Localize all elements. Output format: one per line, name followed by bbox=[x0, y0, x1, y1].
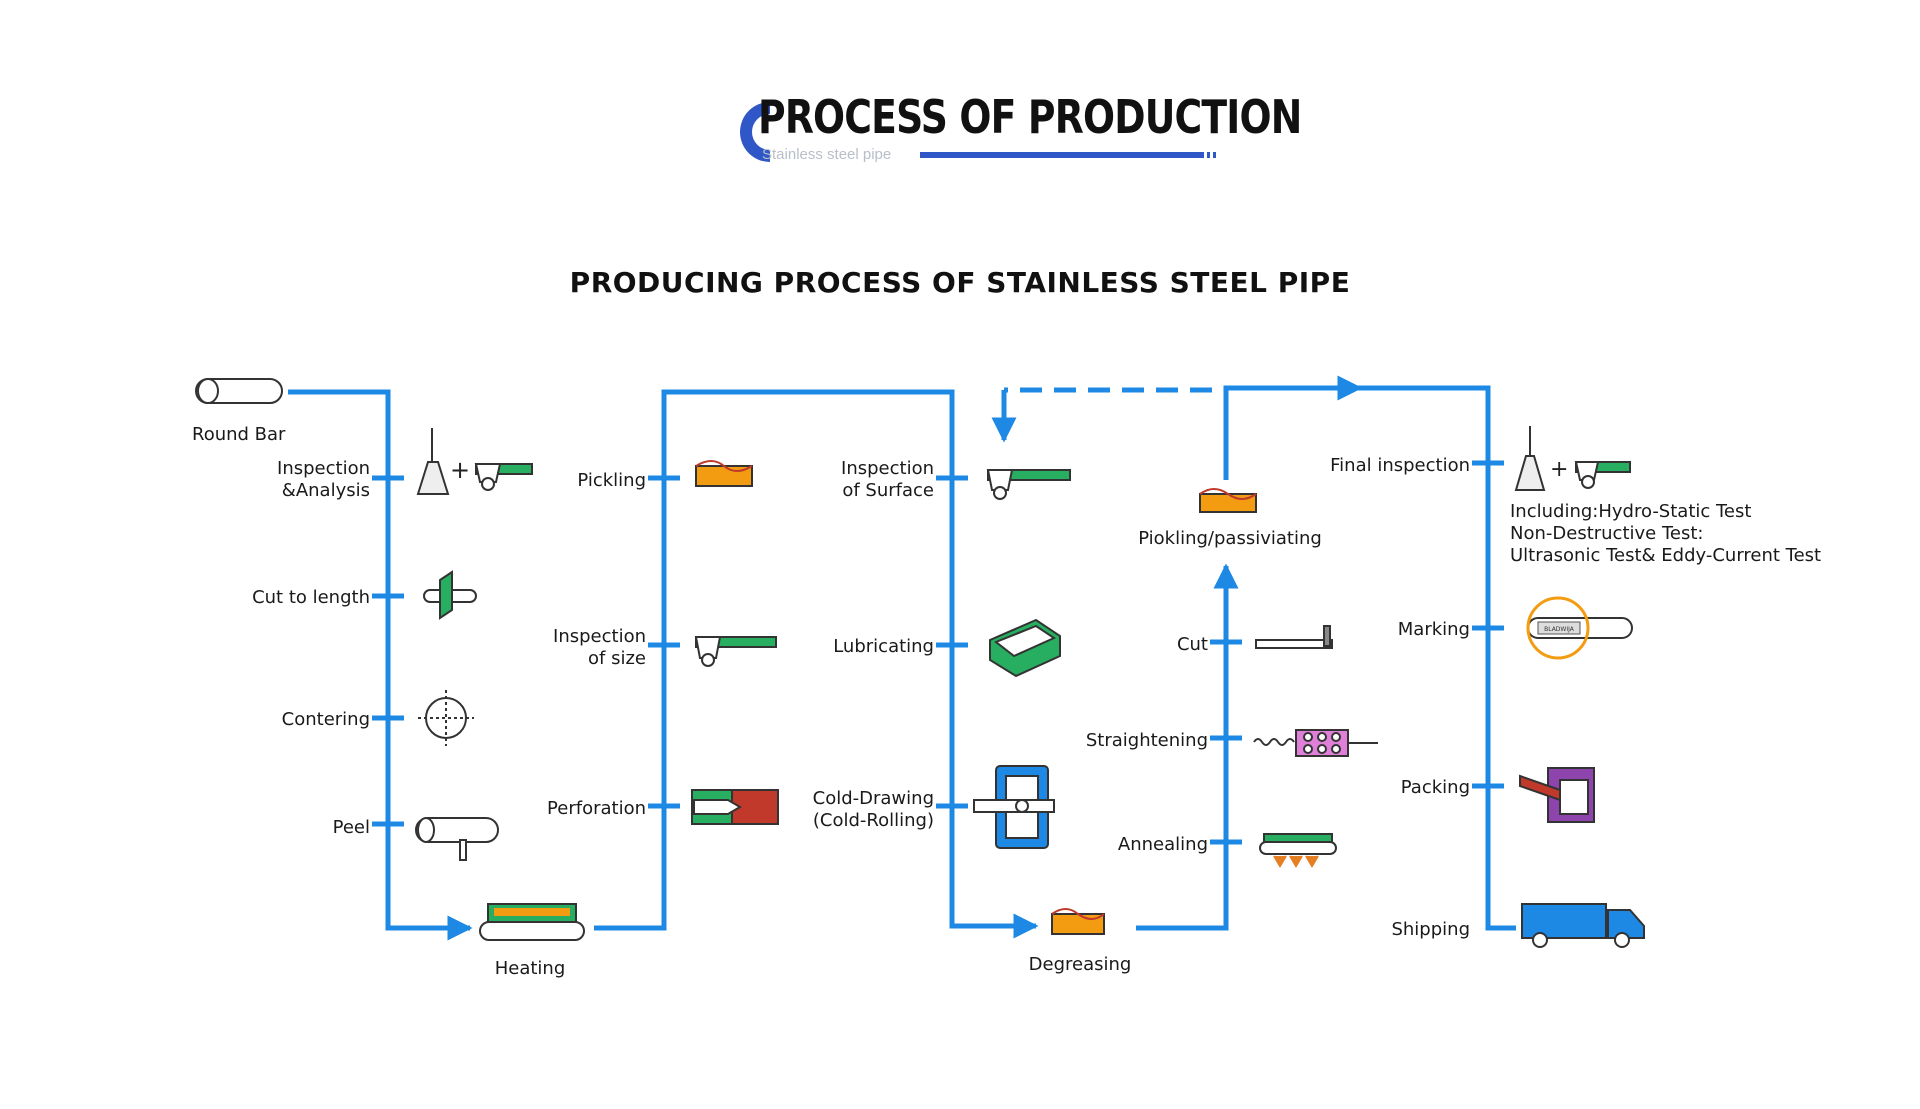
shipping-truck-icon bbox=[1521, 903, 1645, 948]
degreasing-tank-icon bbox=[1051, 908, 1105, 935]
header-underline bbox=[920, 152, 1204, 158]
diagram-title: PRODUCING PROCESS OF STAINLESS STEEL PIP… bbox=[569, 266, 1351, 299]
label-inspection-surface-line1: Inspection bbox=[841, 458, 934, 479]
caliper-icon bbox=[986, 469, 1071, 500]
label-pickling: Pickling bbox=[577, 470, 646, 491]
label-cut-to-length: Cut to length bbox=[252, 587, 370, 608]
header-underline-dot bbox=[1207, 152, 1210, 158]
label-final-note-line1: Including:Hydro-Static Test bbox=[1510, 501, 1752, 522]
label-inspection-surface-line2: of Surface bbox=[842, 480, 934, 501]
plus-sign: + bbox=[1550, 457, 1568, 482]
perforation-billet-icon bbox=[691, 789, 779, 825]
flow-line bbox=[288, 389, 473, 941]
caliper-icon bbox=[474, 463, 533, 491]
packing-bundle-icon bbox=[1519, 767, 1595, 823]
header-title: PROCESS OF PRODUCTION bbox=[758, 90, 1302, 144]
plus-sign: + bbox=[450, 456, 470, 484]
label-marking: Marking bbox=[1397, 619, 1470, 640]
flow-line bbox=[594, 389, 1039, 939]
label-packing: Packing bbox=[1400, 777, 1470, 798]
marking-tag-text: BLADWIJA bbox=[1544, 626, 1575, 633]
label-annealing: Annealing bbox=[1117, 834, 1208, 855]
label-pickling-passivating: Piokling/passiviating bbox=[1138, 528, 1322, 549]
label-cold-drawing-line1: Cold-Drawing bbox=[812, 788, 934, 809]
straightening-machine-icon bbox=[1253, 729, 1378, 757]
saw-cut-icon bbox=[423, 570, 477, 620]
label-round-bar: Round Bar bbox=[192, 424, 286, 445]
header-logo-icon bbox=[740, 102, 770, 162]
label-peel: Peel bbox=[332, 817, 370, 838]
annealing-furnace-icon bbox=[1259, 833, 1337, 868]
label-cold-drawing-line2: (Cold-Rolling) bbox=[812, 810, 934, 831]
cold-drawing-die-icon bbox=[973, 765, 1055, 849]
caliper-icon bbox=[694, 636, 777, 667]
marking-pipe-icon bbox=[1526, 596, 1633, 660]
header-subtitle: Stainless steel pipe bbox=[762, 146, 892, 163]
lubricating-bath-icon bbox=[989, 618, 1061, 678]
label-perforation: Perforation bbox=[547, 798, 646, 819]
flow-line bbox=[1360, 385, 1516, 931]
caliper-icon bbox=[1574, 461, 1631, 489]
flask-icon bbox=[416, 428, 450, 495]
centering-crosshair-icon bbox=[418, 690, 474, 746]
label-heating: Heating bbox=[494, 958, 566, 979]
label-inspection-analysis-line1: Inspection bbox=[277, 458, 370, 479]
passivating-tank-icon bbox=[1199, 488, 1257, 513]
flow-line bbox=[1136, 563, 1239, 931]
header-underline-dot bbox=[1213, 152, 1216, 158]
label-final-note-line3: Ultrasonic Test& Eddy-Current Test bbox=[1510, 545, 1822, 566]
cut-pipe-icon bbox=[1255, 625, 1333, 649]
heating-furnace-icon bbox=[479, 903, 585, 941]
round-bar-icon bbox=[195, 378, 283, 404]
label-inspection-size-line1: Inspection bbox=[553, 626, 646, 647]
label-final-inspection: Final inspection bbox=[1330, 455, 1470, 476]
peel-pipe-icon bbox=[415, 817, 499, 861]
label-contering: Contering bbox=[281, 709, 370, 730]
label-inspection-analysis-line2: &Analysis bbox=[281, 480, 370, 501]
label-cut: Cut bbox=[1176, 634, 1208, 655]
label-final-note-line2: Non-Destructive Test: bbox=[1510, 523, 1704, 544]
label-inspection-size-line2: of size bbox=[588, 648, 646, 669]
flask-icon bbox=[1514, 426, 1546, 491]
label-straightening: Straightening bbox=[1085, 730, 1208, 751]
label-shipping: Shipping bbox=[1391, 919, 1470, 940]
pickling-tank-icon bbox=[695, 460, 753, 487]
label-lubricating: Lubricating bbox=[833, 636, 934, 657]
label-degreasing: Degreasing bbox=[1028, 954, 1132, 975]
flow-lines bbox=[288, 375, 1516, 941]
